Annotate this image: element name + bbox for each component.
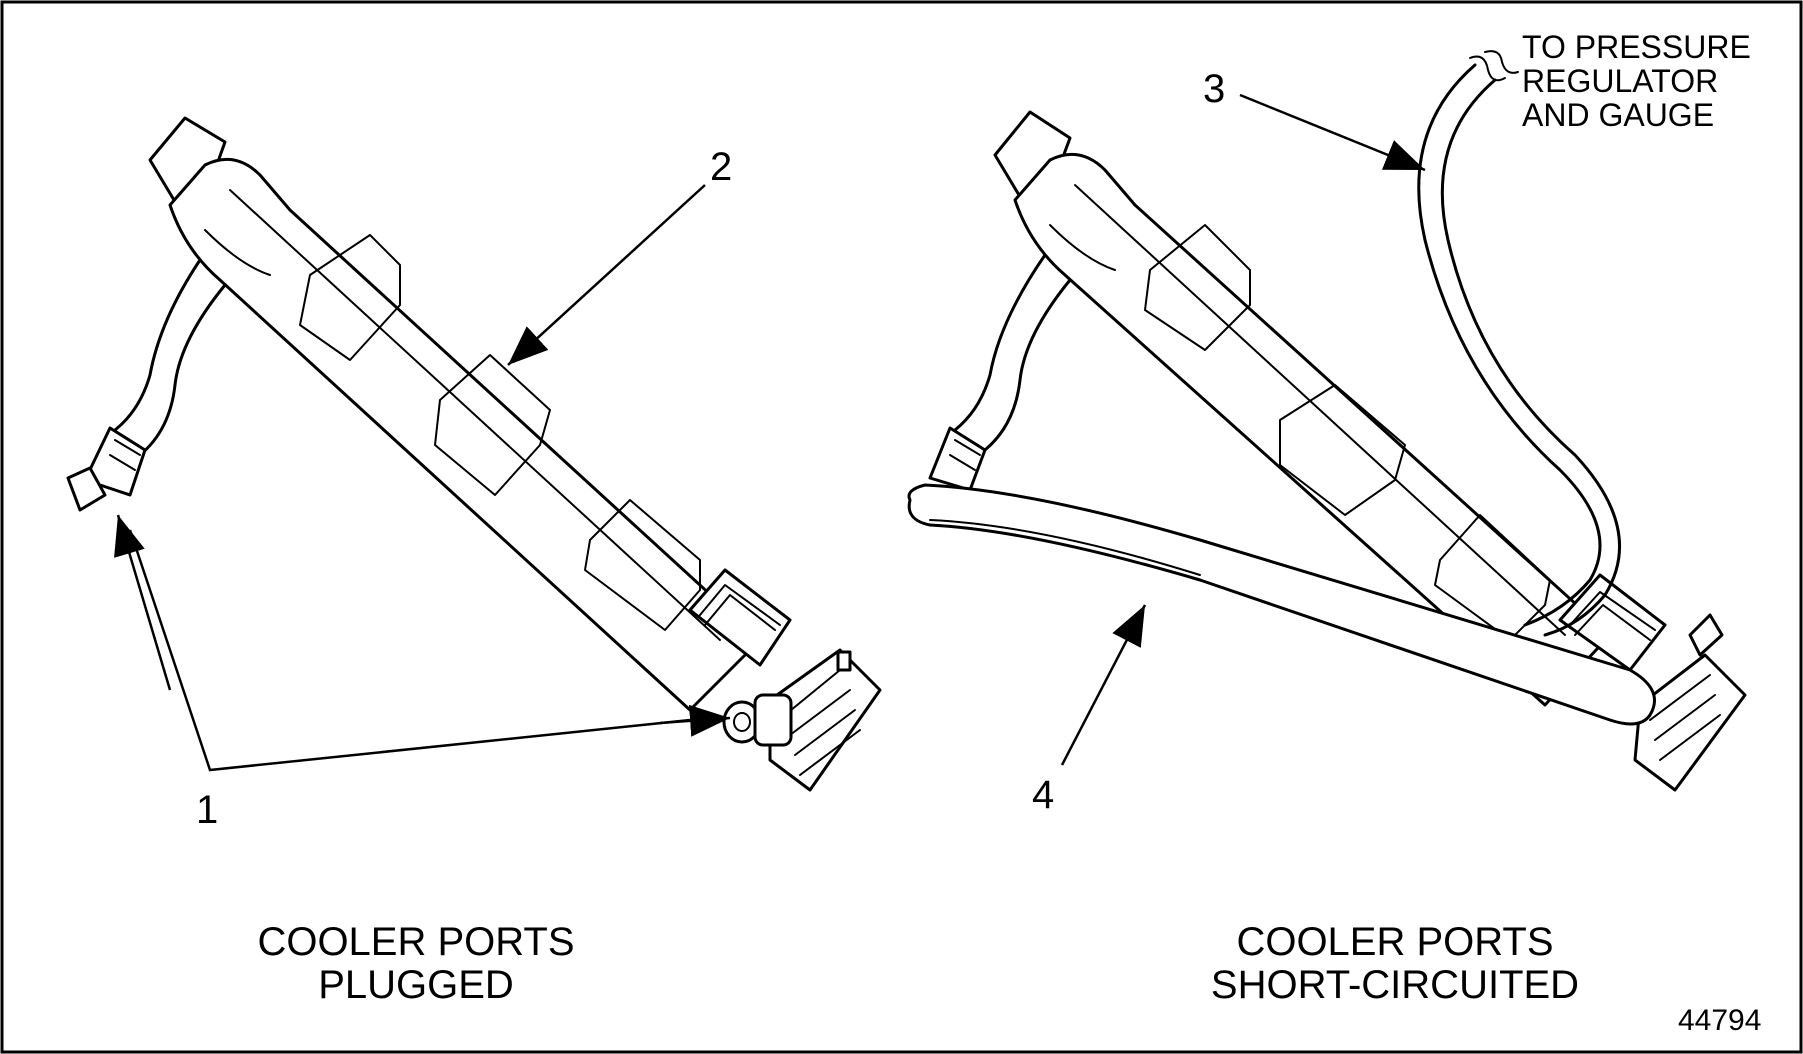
leader-1-right-arrow (659, 704, 731, 737)
leader-2 (507, 184, 706, 366)
pressure-note-line1: TO PRESSURE (1522, 29, 1751, 65)
leader-4 (1060, 604, 1147, 766)
figure-number: 44794 (1678, 1004, 1761, 1037)
pressure-note-line3: AND GAUGE (1522, 97, 1714, 133)
callout-2: 2 (710, 145, 732, 189)
pressure-note-line2: REGULATOR (1522, 63, 1718, 99)
callout-4: 4 (1032, 773, 1054, 817)
leader-1 (128, 529, 691, 772)
leader-3 (1239, 93, 1426, 172)
caption-right-line2: SHORT-CIRCUITED (1211, 963, 1579, 1007)
caption-right-line1: COOLER PORTS (1236, 920, 1553, 964)
callout-3: 3 (1203, 67, 1225, 111)
left-oil-cooler (66, 116, 882, 792)
leader-1-left-arrow (114, 514, 172, 691)
caption-left-line2: PLUGGED (318, 963, 514, 1007)
caption-left-line1: COOLER PORTS (257, 920, 574, 964)
right-oil-cooler (907, 50, 1747, 792)
callout-1: 1 (196, 788, 218, 832)
